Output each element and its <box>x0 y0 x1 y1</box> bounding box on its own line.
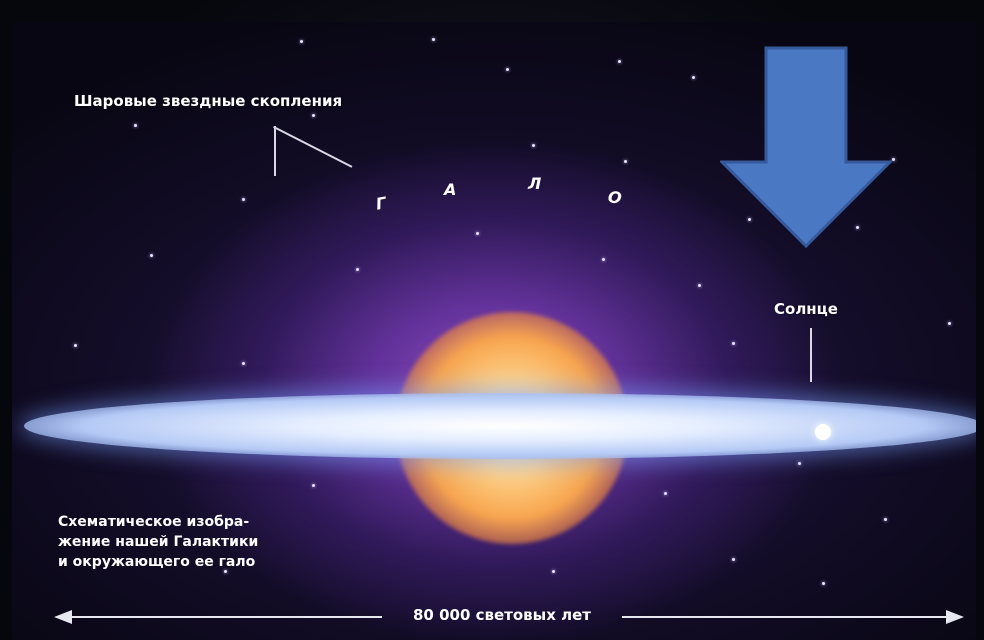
star <box>624 160 627 163</box>
star <box>692 76 695 79</box>
star <box>822 582 825 585</box>
star <box>312 114 315 117</box>
star <box>312 484 315 487</box>
halo-letter: Г <box>374 193 388 214</box>
caption-line: Схематическое изобра- <box>58 514 250 530</box>
scale-line-left <box>70 616 382 618</box>
star <box>242 198 245 201</box>
galactic-disk <box>24 393 976 459</box>
star <box>532 144 535 147</box>
star <box>664 492 667 495</box>
star <box>618 60 621 63</box>
star <box>224 570 227 573</box>
star <box>798 462 801 465</box>
star <box>948 322 951 325</box>
halo-letter: Л <box>528 174 542 193</box>
star <box>892 158 895 161</box>
star <box>856 226 859 229</box>
star <box>748 218 751 221</box>
sun-leader <box>810 328 812 382</box>
star <box>476 232 479 235</box>
star <box>150 254 153 257</box>
star <box>242 362 245 365</box>
star <box>602 258 605 261</box>
scale-label: 80 000 световых лет <box>413 606 591 624</box>
scale-arrowhead-right <box>946 610 964 624</box>
star <box>432 38 435 41</box>
star <box>698 284 701 287</box>
star <box>74 344 77 347</box>
sun-marker <box>815 424 831 440</box>
star <box>134 124 137 127</box>
caption-line: жение нашей Галактики <box>58 534 259 550</box>
star <box>356 268 359 271</box>
caption-line: и окружающего ее гало <box>58 554 256 570</box>
star <box>506 68 509 71</box>
star <box>732 342 735 345</box>
sun-label: Солнце <box>774 300 838 318</box>
scale-line-right <box>622 616 948 618</box>
star <box>732 558 735 561</box>
halo-letter: А <box>444 180 457 199</box>
globular-clusters-leader-vertical <box>274 126 276 176</box>
star <box>884 518 887 521</box>
star <box>552 570 555 573</box>
arrow-down-icon <box>720 46 892 248</box>
halo-letter: О <box>606 186 624 209</box>
scale-arrowhead-left <box>54 610 72 624</box>
star <box>300 40 303 43</box>
globular-clusters-label: Шаровые звездные скопления <box>74 92 343 110</box>
diagram-caption: Схематическое изобра- жение нашей Галакт… <box>58 512 338 572</box>
globular-clusters-leader-diagonal <box>273 126 353 168</box>
